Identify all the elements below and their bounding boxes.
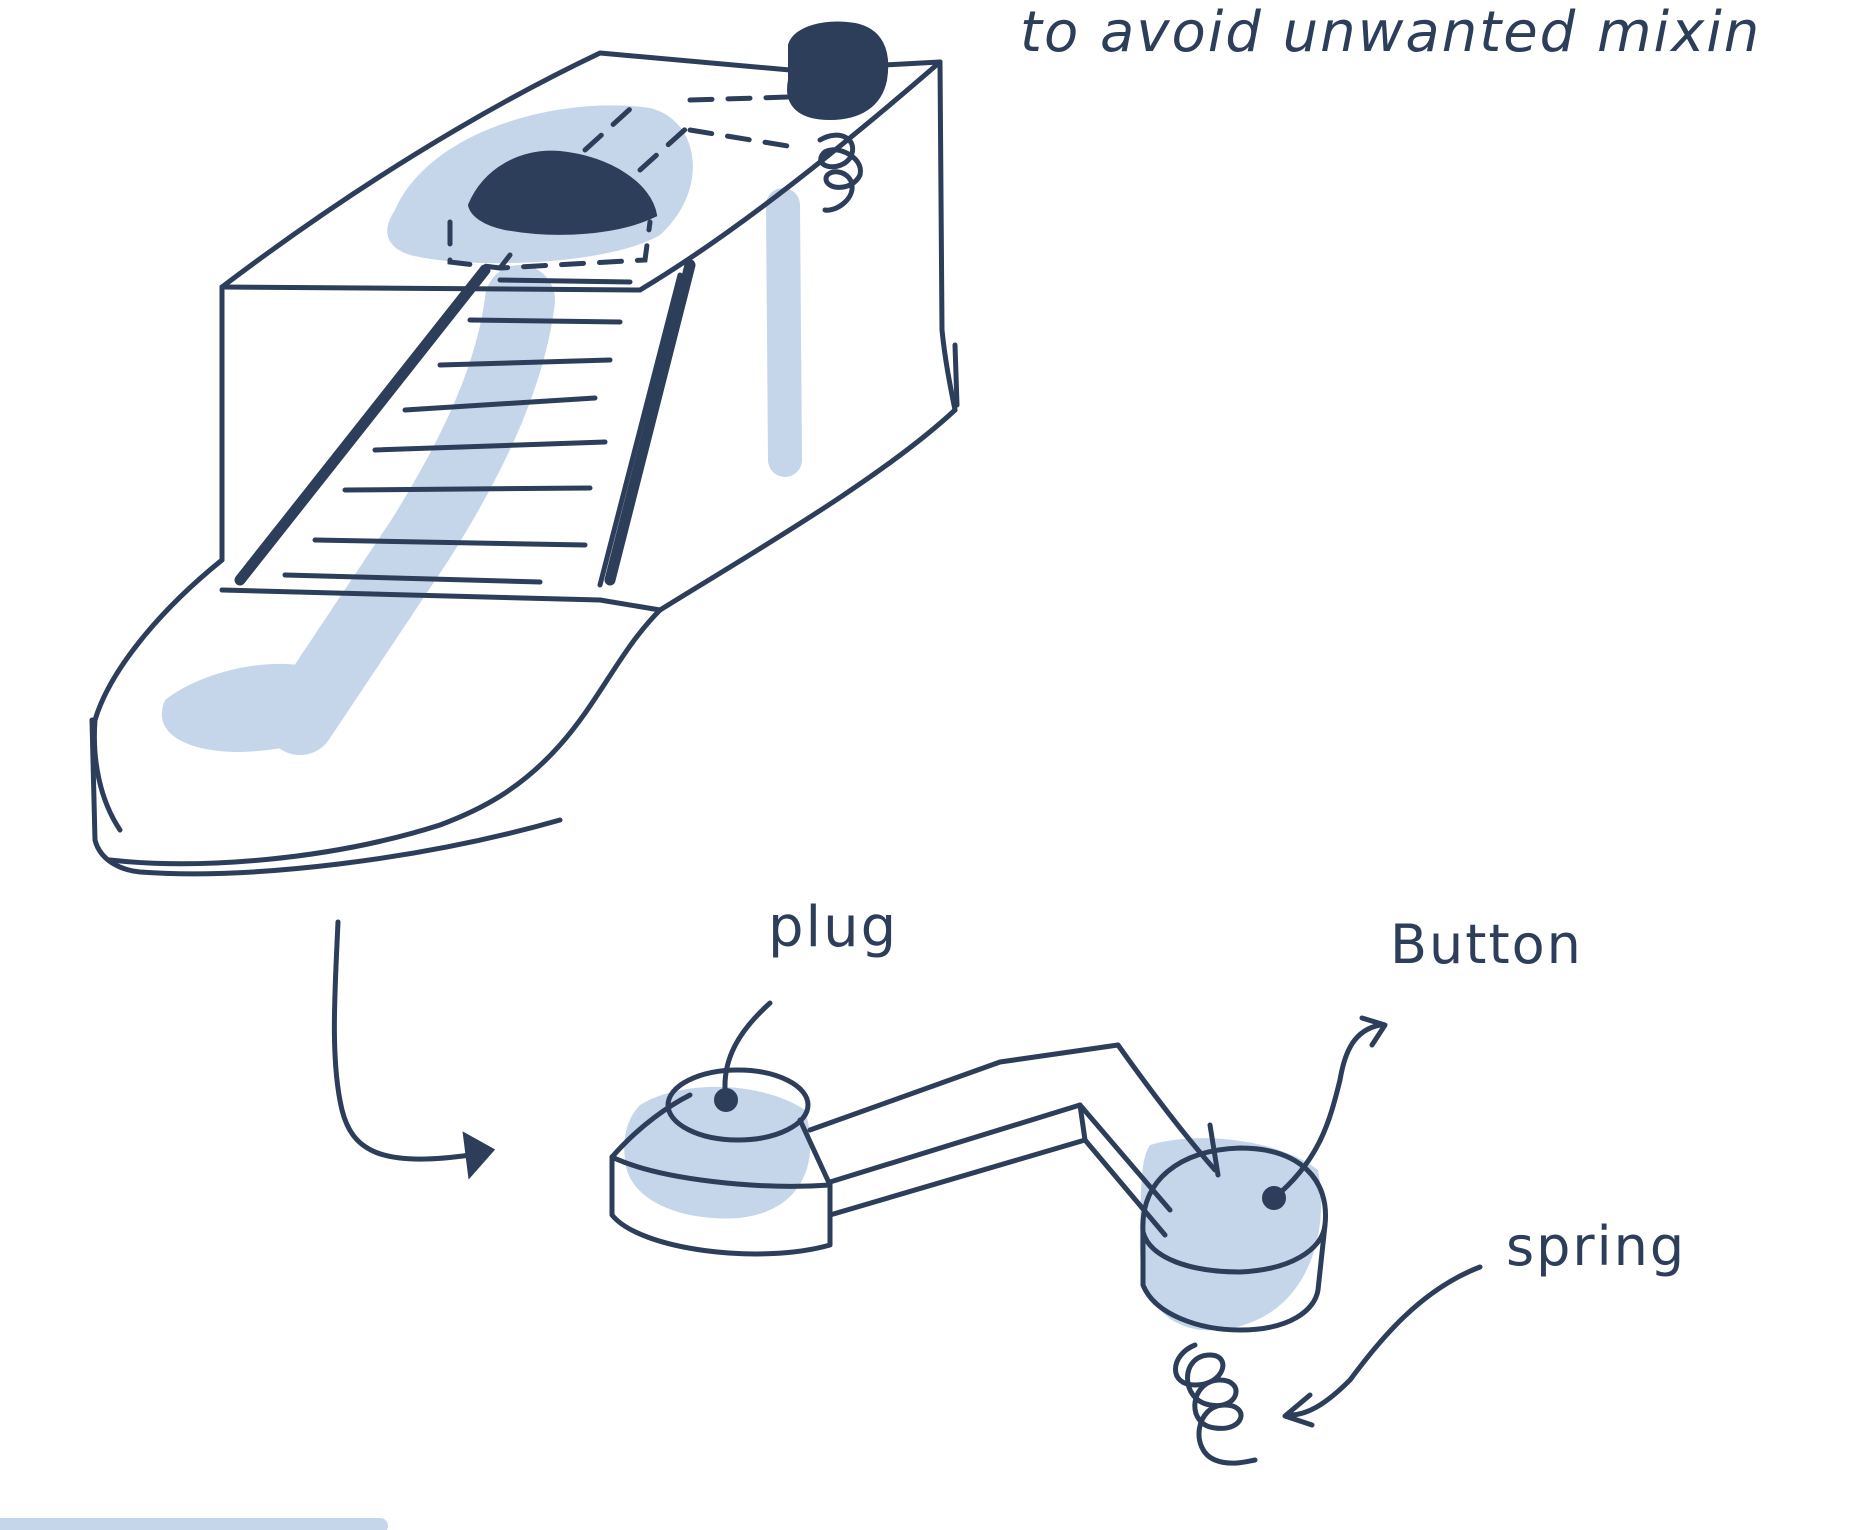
mechanism-detail: [612, 1003, 1480, 1463]
plug-label: plug: [768, 900, 898, 956]
shoe-button: [789, 24, 886, 118]
note-text: to avoid unwanted mixin: [1020, 5, 1761, 61]
spring-label: spring: [1506, 1220, 1686, 1274]
button-label: Button: [1390, 918, 1583, 972]
detail-arrow: [334, 922, 492, 1175]
mechanism-spring: [1175, 1345, 1255, 1463]
